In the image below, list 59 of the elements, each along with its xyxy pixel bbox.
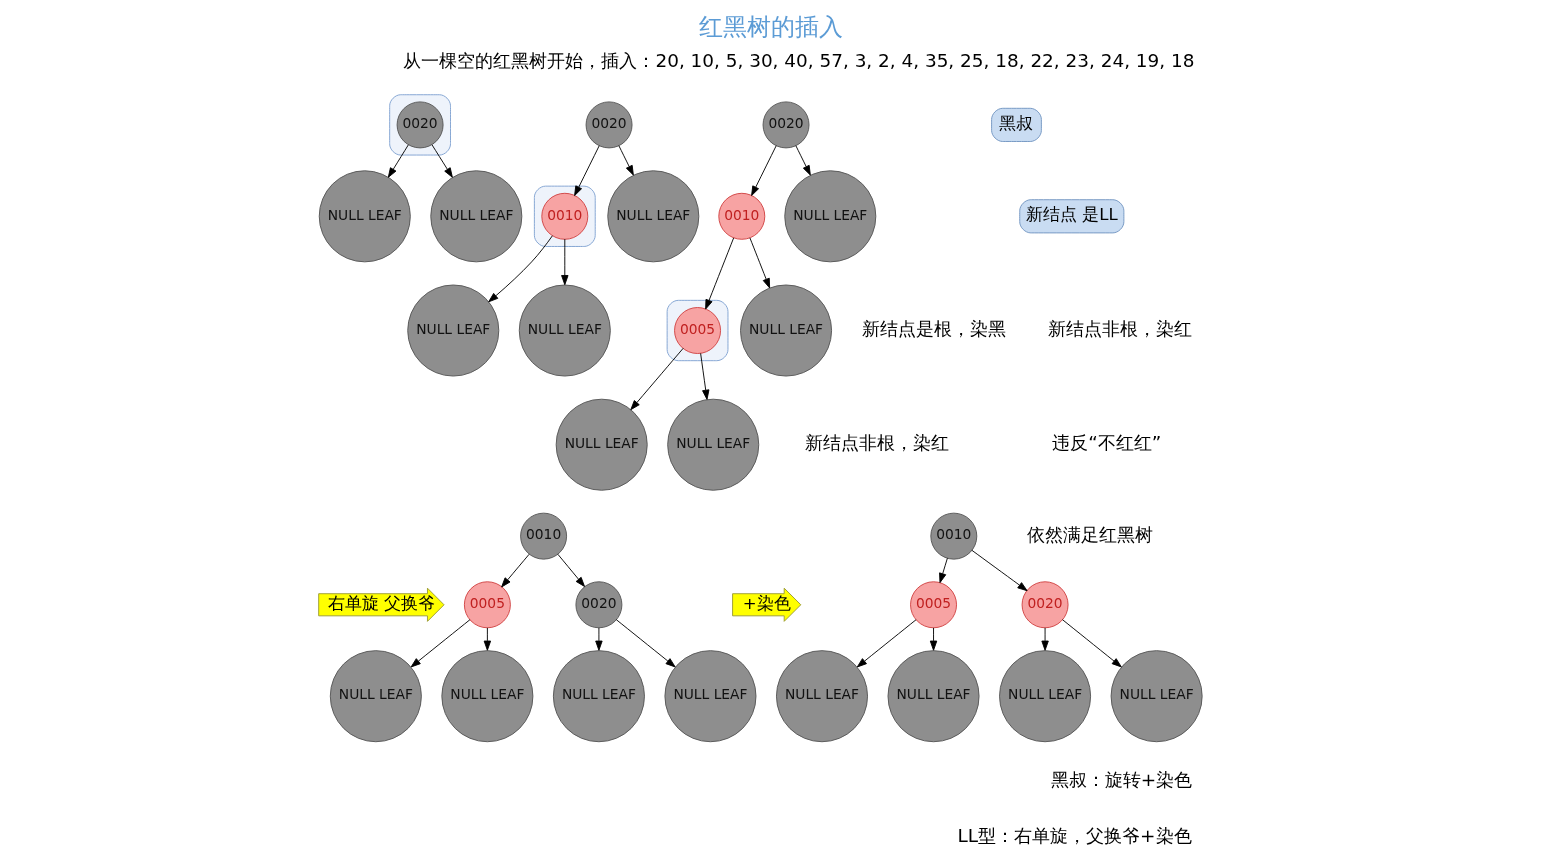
label: 新结点非根，染红 [1047, 318, 1192, 340]
node-circle: NULL LEAF [998, 650, 1091, 743]
node-circle: 0005 [463, 581, 511, 629]
diagram-title: 红黑树的插入 [698, 12, 843, 41]
node-circle: NULL LEAF [606, 170, 699, 263]
node-circle: NULL LEAF [518, 284, 611, 377]
arrow [387, 144, 409, 178]
arrow [500, 553, 530, 588]
arrow [938, 557, 948, 584]
label: 从一棵空的红黑树开始，插入：20, 10, 5, 30, 40, 57, 3, 2, 4, 35, 25, 18, 22, 23, 24, 19, 18 [402, 50, 1194, 72]
arrow [573, 145, 600, 197]
node-circle: NULL LEAF [440, 650, 533, 743]
node-box: 新结点 是LL [1018, 199, 1124, 234]
arrow [431, 144, 453, 178]
arrow [629, 347, 684, 411]
arrow [617, 145, 634, 176]
node-circle: 0010 [929, 512, 977, 560]
label: 黑叔：旋转+染色 [1050, 769, 1192, 791]
label: 新结点是根，染黑 [861, 318, 1006, 340]
arrow [699, 352, 709, 400]
arrow [750, 145, 777, 197]
node-circle: NULL LEAF [887, 650, 980, 743]
node-circle: 0010 [540, 192, 588, 240]
arrow [929, 627, 937, 651]
node-circle: 0010 [519, 512, 567, 560]
arrow [615, 619, 676, 668]
cluster [388, 94, 451, 156]
arrow [556, 553, 585, 587]
node-circle: 0010 [717, 192, 765, 240]
arrow [410, 619, 470, 668]
arrow [856, 619, 917, 668]
node-circle: NULL LEAF [318, 170, 411, 263]
node-circle: 0020 [396, 101, 444, 149]
node-circle: NULL LEAF [429, 170, 522, 263]
arrow [1040, 627, 1049, 651]
arrow [748, 237, 770, 289]
node-circle: NULL LEAF [783, 170, 876, 263]
node-circle: 0020 [762, 101, 809, 149]
arrow [560, 238, 568, 286]
node-circle: 0020 [574, 581, 622, 629]
label: 新结点非根，染红 [804, 432, 949, 454]
arrow [594, 627, 603, 651]
node-circle: 0005 [909, 581, 957, 629]
node-circle: 0020 [585, 101, 632, 149]
label: LL型：右单旋，父换爷+染色 [957, 825, 1192, 847]
node-box: 黑叔 [990, 107, 1042, 142]
arrow [487, 235, 553, 303]
node-circle: NULL LEAF [666, 398, 759, 491]
arrow [704, 237, 734, 310]
label: 依然满足红黑树 [1026, 523, 1153, 545]
arrow [1061, 619, 1122, 668]
node-circle: NULL LEAF [552, 650, 645, 743]
label: 违反“不红红” [1051, 432, 1161, 454]
node-circle: NULL LEAF [739, 284, 832, 377]
arrow [794, 145, 811, 176]
node-circle: 0005 [673, 307, 721, 354]
arrow [970, 549, 1028, 592]
node-circle: 0020 [1021, 581, 1069, 629]
arrow [483, 627, 491, 651]
